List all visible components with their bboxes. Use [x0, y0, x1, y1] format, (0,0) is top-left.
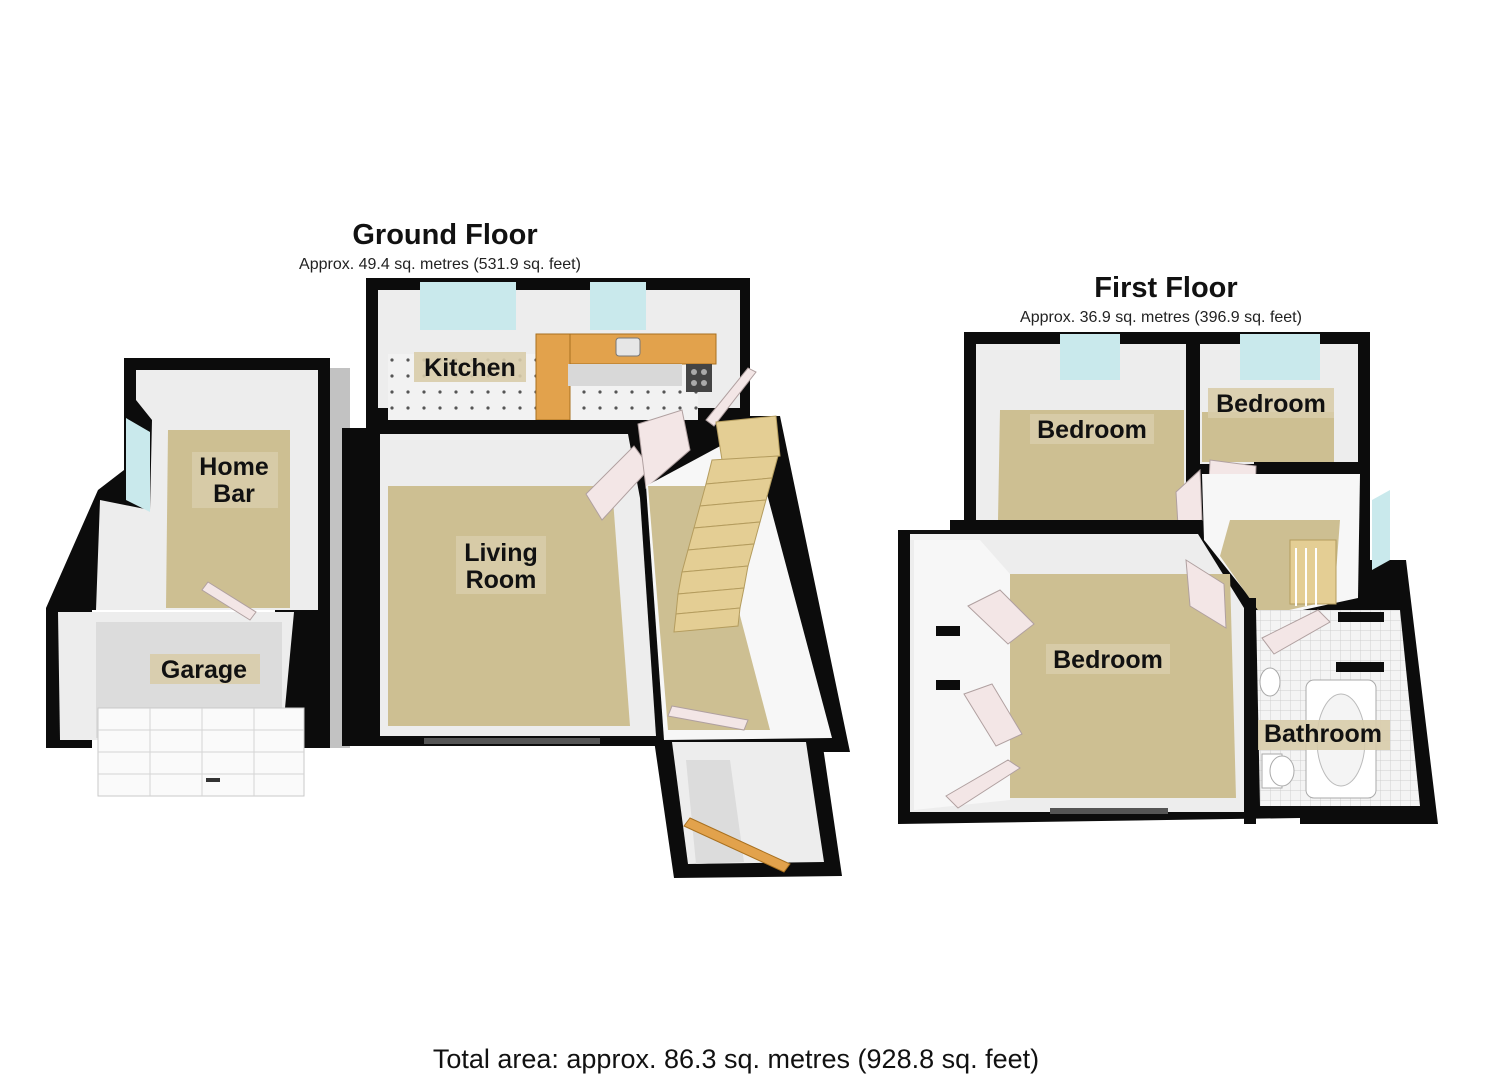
kitchen-side-door — [705, 367, 757, 427]
landing-stair-rail — [1289, 539, 1337, 606]
living-room-label-2: Room — [466, 566, 537, 594]
ground-floor-title: Ground Floor — [352, 219, 537, 251]
kitchen-window-2 — [590, 282, 646, 330]
bathroom-label: Bathroom — [1264, 720, 1382, 748]
bedroom-main-label: Bedroom — [1053, 646, 1163, 674]
wardrobe-door-1 — [967, 589, 1035, 645]
garage-label: Garage — [161, 656, 247, 684]
home-bar-label-2: Bar — [213, 480, 255, 508]
kitchen-hall-door — [637, 409, 691, 489]
basin — [1259, 667, 1281, 697]
home-bar-label: Home — [199, 453, 269, 481]
wardrobe-door-2 — [963, 683, 1023, 747]
kitchen-label: Kitchen — [424, 354, 516, 382]
bathroom-door — [1261, 609, 1331, 655]
wardrobe-door-3 — [945, 759, 1021, 809]
main-bedroom-door — [1185, 559, 1227, 629]
garage-door — [97, 707, 305, 797]
bedroom-top-left-label: Bedroom — [1037, 416, 1147, 444]
front-door — [683, 817, 791, 873]
hall-door — [667, 705, 749, 731]
living-room-label: Living — [464, 539, 538, 567]
porch — [654, 740, 842, 878]
bedroom-right-window — [1240, 334, 1320, 380]
toilet — [1261, 753, 1295, 789]
home-bar-window — [126, 418, 150, 512]
ground-floor-area: Approx. 49.4 sq. metres (531.9 sq. feet) — [299, 256, 581, 273]
bedroom-top-right-label: Bedroom — [1216, 390, 1326, 418]
kitchen-units — [535, 333, 717, 421]
landing-window — [1372, 490, 1390, 570]
first-floor: First Floor Approx. 36.9 sq. metres (396… — [898, 272, 1438, 824]
home-bar-door — [201, 581, 257, 621]
kitchen-window-1 — [420, 282, 516, 330]
ground-floor-main: Kitchen Living Room — [342, 278, 850, 752]
bedroom-left-window — [1060, 334, 1120, 380]
total-area: Total area: approx. 86.3 sq. metres (928… — [433, 1044, 1039, 1074]
staircase — [673, 415, 781, 633]
first-floor-title: First Floor — [1094, 272, 1237, 304]
ground-floor: Ground Floor Approx. 49.4 sq. metres (53… — [46, 219, 850, 878]
first-floor-area: Approx. 36.9 sq. metres (396.9 sq. feet) — [1020, 309, 1302, 326]
home-bar-garage-block: Home Bar Garage — [46, 358, 350, 797]
